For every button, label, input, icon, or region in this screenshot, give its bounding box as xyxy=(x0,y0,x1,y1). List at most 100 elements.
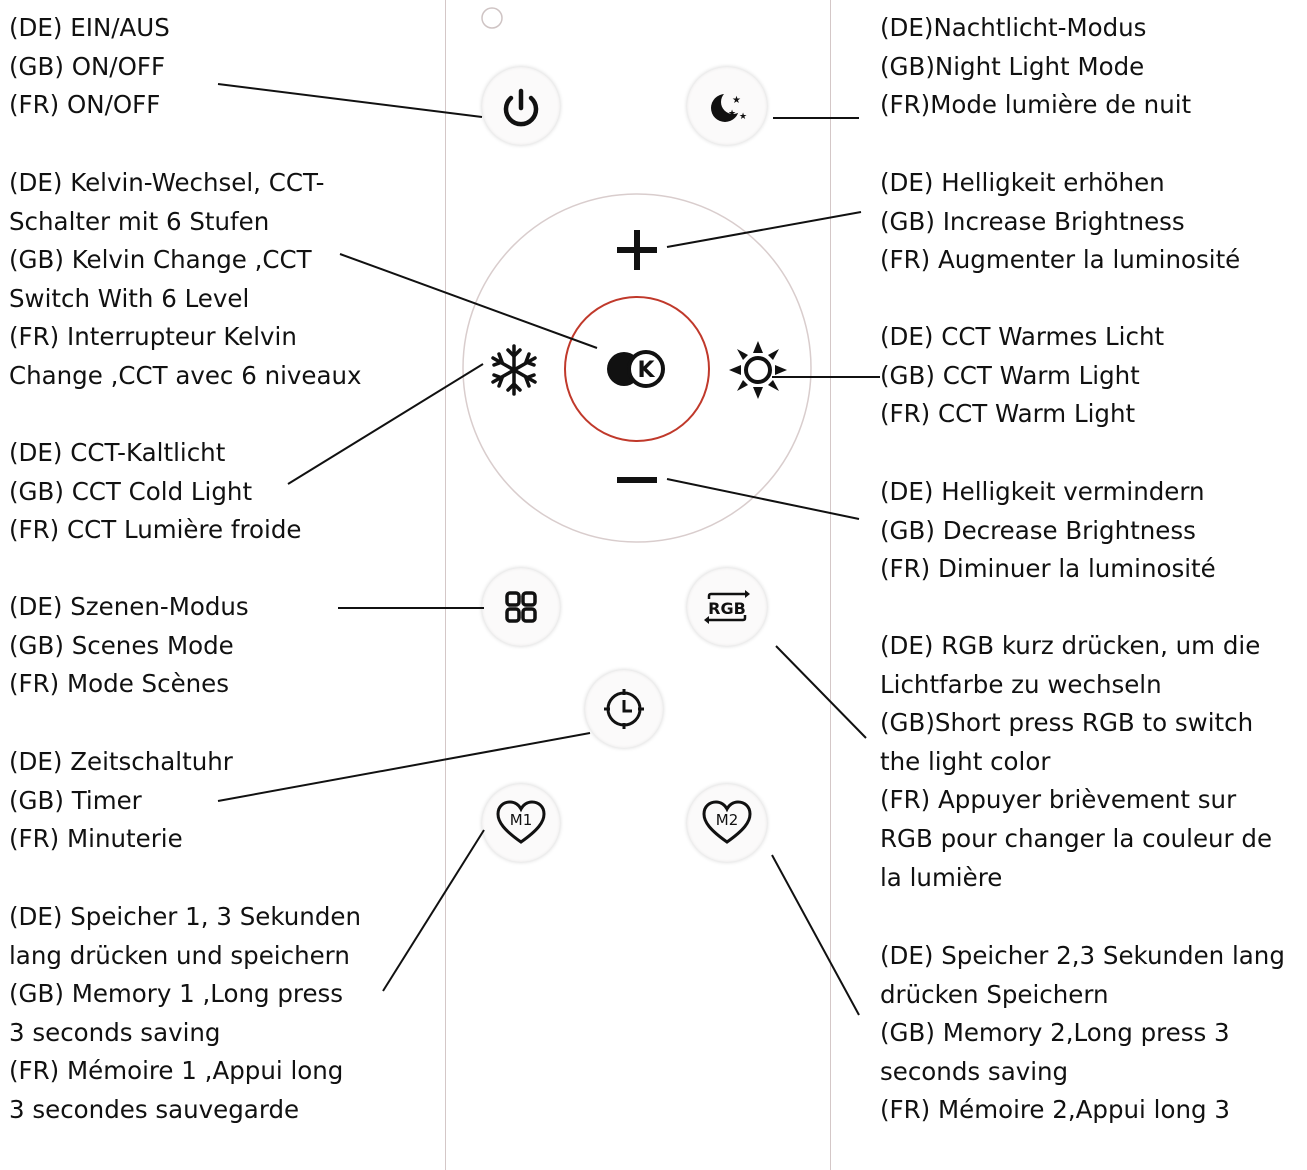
memory1-button[interactable]: M1 xyxy=(482,784,560,862)
brightness-up-button[interactable] xyxy=(614,227,660,273)
leader-cold xyxy=(287,363,484,485)
label-line: Schalter mit 6 Stufen xyxy=(9,206,270,236)
label-line: (GB)Short press RGB to switch xyxy=(880,708,1254,738)
leader-lines xyxy=(217,83,880,1016)
leader-timer xyxy=(217,732,591,802)
label-line: Lichtfarbe zu wechseln xyxy=(880,669,1162,699)
leader-memory2 xyxy=(771,854,860,1016)
rgb-button[interactable]: RGB xyxy=(687,568,767,646)
label-kelvin: (DE) Kelvin-Wechsel, CCT- Schalter mit 6… xyxy=(9,164,362,396)
label-line: (GB) Memory 2,Long press 3 xyxy=(880,1018,1230,1048)
leader-rgb xyxy=(775,645,867,739)
label-line: RGB pour changer la couleur de xyxy=(880,823,1273,853)
label-decrease: (DE) Helligkeit vermindern (GB) Decrease… xyxy=(880,473,1216,589)
label-line: (DE) RGB kurz drücken, um die xyxy=(880,631,1261,660)
rgb-cycle-icon: RGB xyxy=(704,590,750,624)
leader-increase xyxy=(666,211,862,248)
label-line: (GB)Night Light Mode xyxy=(880,51,1145,81)
label-line: (FR) Mémoire 2,Appui long 3 xyxy=(880,1095,1230,1125)
label-line: (GB) Decrease Brightness xyxy=(880,515,1196,545)
label-line: (GB) ON/OFF xyxy=(9,51,166,81)
label-line: (GB) Increase Brightness xyxy=(880,206,1185,236)
label-line: (FR) Diminuer la luminosité xyxy=(880,554,1216,584)
label-line: (GB) Scenes Mode xyxy=(9,630,234,660)
power-icon xyxy=(503,88,539,127)
label-scenes: (DE) Szenen-Modus (GB) Scenes Mode (FR) … xyxy=(9,588,249,704)
label-line: (FR) CCT Warm Light xyxy=(880,399,1136,429)
label-line: (FR) Mode Scènes xyxy=(9,669,230,699)
label-line: lang drücken und speichern xyxy=(9,940,350,970)
label-line: 3 seconds saving xyxy=(9,1017,221,1047)
heart-m1-icon: M1 xyxy=(496,800,546,844)
label-timer: (DE) Zeitschaltuhr (GB) Timer (FR) Minut… xyxy=(9,743,233,859)
night-mode-button[interactable]: ★ ★ ★ xyxy=(687,67,767,145)
label-line: (DE) Helligkeit vermindern xyxy=(880,477,1205,506)
label-line: (DE) EIN/AUS xyxy=(9,13,170,42)
leader-power xyxy=(217,83,483,118)
label-line: (GB) Memory 1 ,Long press xyxy=(9,979,344,1009)
scenes-mode-button[interactable] xyxy=(482,568,560,646)
label-line: drücken Speichern xyxy=(880,979,1109,1009)
rgb-label: RGB xyxy=(708,599,746,618)
timer-button[interactable] xyxy=(585,670,663,748)
memory2-button[interactable]: M2 xyxy=(687,784,767,862)
label-line: (FR) Mémoire 1 ,Appui long xyxy=(9,1056,344,1086)
label-line: la lumière xyxy=(880,862,1003,892)
label-night: (DE)Nachtlicht-Modus (GB)Night Light Mod… xyxy=(880,9,1191,125)
label-line: (GB) Timer xyxy=(9,785,142,815)
moon-stars-icon: ★ ★ ★ xyxy=(711,90,747,122)
label-line: (GB) Kelvin Change ,CCT xyxy=(9,245,312,275)
warm-light-button[interactable] xyxy=(726,338,790,402)
clock-icon xyxy=(604,689,644,729)
label-line: (DE) Zeitschaltuhr xyxy=(9,747,233,776)
label-power: (DE) EIN/AUS (GB) ON/OFF (FR) ON/OFF xyxy=(9,9,170,125)
kelvin-letter: K xyxy=(637,358,655,383)
label-line: (DE) Speicher 1, 3 Sekunden xyxy=(9,902,361,931)
grid-icon xyxy=(505,591,537,623)
label-cold: (DE) CCT-Kaltlicht (GB) CCT Cold Light (… xyxy=(9,434,301,550)
label-warm: (DE) CCT Warmes Licht (GB) CCT Warm Ligh… xyxy=(880,318,1164,434)
label-line: Switch With 6 Level xyxy=(9,283,250,313)
label-line: 3 secondes sauvegarde xyxy=(9,1094,300,1124)
label-line: (FR) Minuterie xyxy=(9,824,183,854)
heart-m2-icon: M2 xyxy=(702,800,752,844)
label-line: (FR) CCT Lumière froide xyxy=(9,515,302,545)
label-line: (FR) Interrupteur Kelvin xyxy=(9,322,297,352)
label-memory2: (DE) Speicher 2,3 Sekunden lang drücken … xyxy=(880,937,1285,1130)
label-line: the light color xyxy=(880,746,1051,776)
minus-icon xyxy=(617,477,657,483)
m2-label: M2 xyxy=(716,811,739,829)
label-line: (DE) CCT Warmes Licht xyxy=(880,322,1165,351)
label-line: (FR)Mode lumière de nuit xyxy=(880,90,1192,120)
leader-decrease xyxy=(666,478,860,520)
svg-text:★: ★ xyxy=(732,95,741,106)
label-line: (FR) ON/OFF xyxy=(9,90,161,120)
snowflake-icon xyxy=(491,344,537,396)
kelvin-button[interactable]: K xyxy=(564,296,710,442)
leader-memory1 xyxy=(382,829,485,992)
leader-kelvin xyxy=(339,253,598,349)
m1-label: M1 xyxy=(510,811,533,829)
cold-light-button[interactable] xyxy=(484,340,544,400)
remote-hole xyxy=(481,7,503,29)
label-line: (DE)Nachtlicht-Modus xyxy=(880,13,1147,42)
label-line: (GB) CCT Warm Light xyxy=(880,360,1140,390)
label-line: (DE) Speicher 2,3 Sekunden lang xyxy=(880,941,1285,970)
power-button[interactable] xyxy=(482,67,560,145)
label-line: Change ,CCT avec 6 niveaux xyxy=(9,360,362,390)
label-line: (DE) Kelvin-Wechsel, CCT- xyxy=(9,168,325,197)
label-memory1: (DE) Speicher 1, 3 Sekunden lang drücken… xyxy=(9,898,361,1130)
brightness-down-button[interactable] xyxy=(614,468,660,492)
label-line: seconds saving xyxy=(880,1056,1069,1086)
sun-icon xyxy=(729,341,787,399)
label-line: (DE) Szenen-Modus xyxy=(9,592,249,621)
svg-text:★: ★ xyxy=(728,109,736,119)
label-line: (FR) Appuyer brièvement sur xyxy=(880,785,1237,815)
label-line: (FR) Augmenter la luminosité xyxy=(880,245,1241,275)
kelvin-k-icon: K xyxy=(607,350,665,388)
label-increase: (DE) Helligkeit erhöhen (GB) Increase Br… xyxy=(880,164,1240,280)
plus-icon xyxy=(617,230,657,270)
label-line: (DE) CCT-Kaltlicht xyxy=(9,438,226,467)
label-rgb: (DE) RGB kurz drücken, um die Lichtfarbe… xyxy=(880,627,1272,897)
label-line: (DE) Helligkeit erhöhen xyxy=(880,168,1165,197)
